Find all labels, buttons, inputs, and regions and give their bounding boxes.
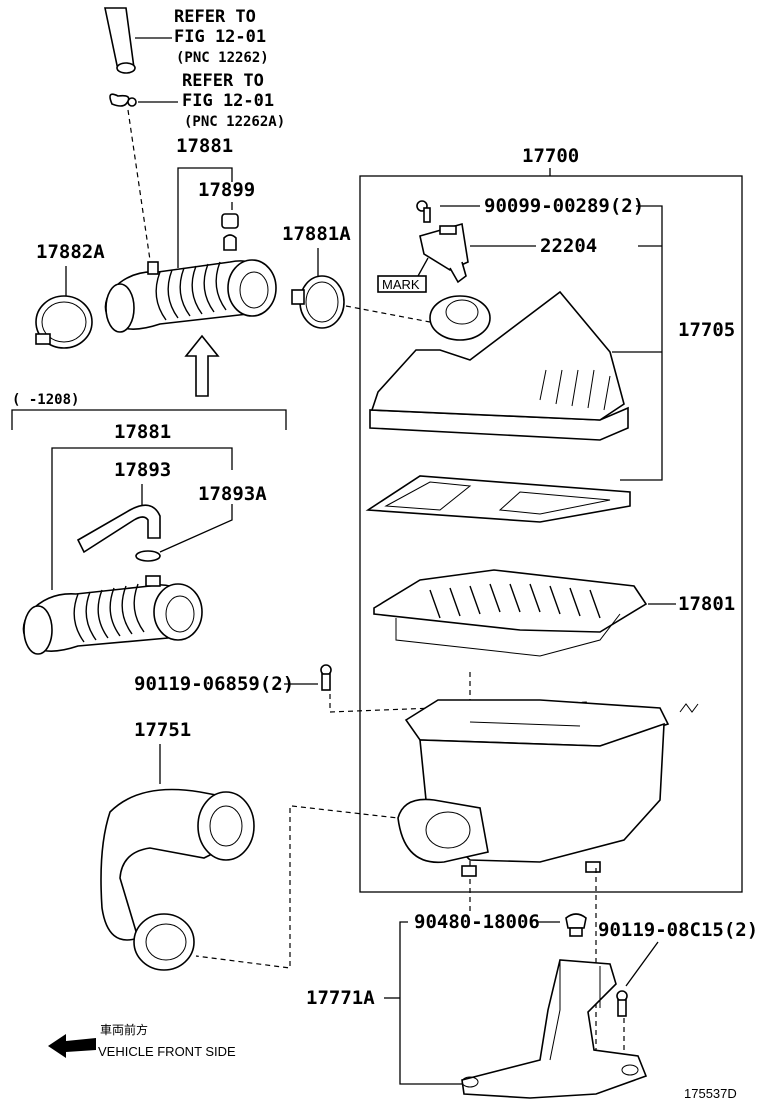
label-90119-06859: 90119-06859(2) — [134, 673, 294, 695]
part-17705-cover — [369, 290, 629, 441]
part-22204-sensor — [419, 222, 469, 284]
part-filter-element-top — [365, 475, 631, 523]
label-17881-top: 17881 — [176, 135, 233, 157]
part-17893-elbow-hose — [76, 504, 161, 554]
mark-box — [377, 275, 427, 293]
legend-japanese: 車両前方 — [100, 1022, 148, 1037]
figure-id: 175537D — [684, 1086, 737, 1101]
label-90099: 90099-00289(2) — [484, 195, 644, 217]
label-17893: 17893 — [114, 459, 171, 481]
range-label: ( -1208) — [12, 392, 79, 408]
ref2-line3: (PNC 12262A) — [184, 114, 285, 130]
part-17882A-clamp — [35, 295, 93, 349]
label-17893A: 17893A — [198, 483, 267, 505]
label-17705: 17705 — [678, 319, 735, 341]
label-17801: 17801 — [678, 593, 735, 615]
legend-english: VEHICLE FRONT SIDE — [98, 1044, 236, 1059]
part-17700-case — [397, 699, 699, 877]
ref2-line1: REFER TO — [182, 71, 264, 91]
label-90480: 90480-18006 — [414, 911, 540, 933]
part-17881-hose-mid — [22, 575, 203, 655]
ref1-line2: FIG 12-01 — [174, 27, 266, 47]
part-17751-duct — [100, 788, 255, 971]
part-17881A-clamp — [291, 275, 345, 329]
label-90119-08C15: 90119-08C15(2) — [598, 919, 758, 941]
screw-90119-06859 — [320, 664, 332, 691]
intake-pipe-stub — [104, 7, 172, 74]
label-17882A: 17882A — [36, 241, 105, 263]
clip-part — [109, 93, 178, 107]
ref2-line2: FIG 12-01 — [182, 91, 274, 111]
front-direction-arrow-icon — [48, 1034, 96, 1058]
screw-90099 — [416, 200, 431, 223]
grommet-90480 — [565, 913, 587, 937]
label-17700: 17700 — [522, 145, 579, 167]
label-17881-mid: 17881 — [114, 421, 171, 443]
ref1-line1: REFER TO — [174, 7, 256, 27]
part-17881-hose-top — [104, 259, 277, 333]
label-22204: 22204 — [540, 235, 597, 257]
up-arrow-icon — [184, 334, 220, 397]
ref1-line3: (PNC 12262) — [176, 50, 269, 66]
label-17771A: 17771A — [306, 987, 375, 1009]
mark-label: MARK — [382, 277, 420, 292]
screw-90119-08C15 — [616, 990, 628, 1017]
part-17771A-bracket — [461, 959, 648, 1099]
part-17899-cap — [221, 213, 239, 251]
label-17899: 17899 — [198, 179, 255, 201]
part-17893A-clamp — [135, 550, 161, 562]
assembly-frame-17700 — [359, 175, 743, 893]
label-17881A: 17881A — [282, 223, 351, 245]
part-17801-filter — [373, 569, 648, 657]
label-17751: 17751 — [134, 719, 191, 741]
